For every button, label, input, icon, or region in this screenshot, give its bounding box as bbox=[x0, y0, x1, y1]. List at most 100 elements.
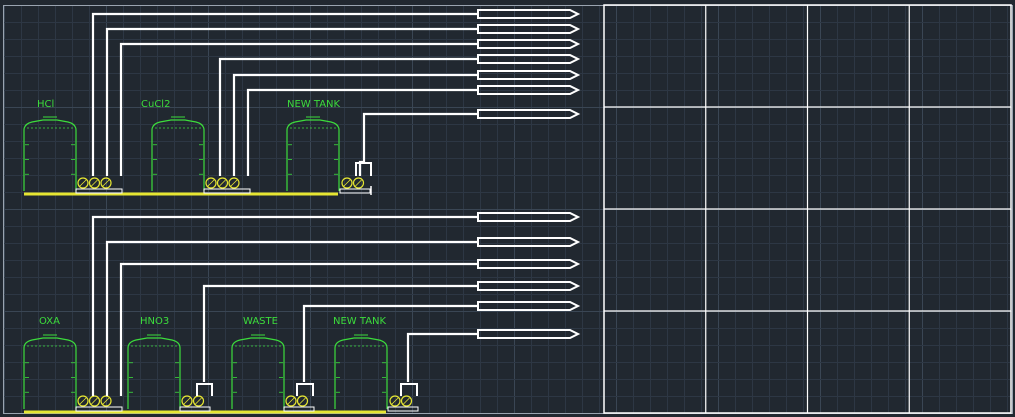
title-block-grid bbox=[603, 4, 1012, 414]
tank-outline bbox=[23, 119, 77, 191]
valve-symbol bbox=[400, 395, 413, 407]
valve-symbol bbox=[77, 177, 89, 189]
valve-symbol bbox=[88, 177, 101, 189]
valve-stem bbox=[342, 179, 351, 188]
tank-vessel bbox=[127, 334, 181, 409]
tank-outline bbox=[286, 119, 340, 191]
single-pump-skid bbox=[339, 177, 371, 194]
valve-stem bbox=[402, 397, 410, 406]
upper-tank-group: HCl CuCl2 NEW TANK bbox=[23, 9, 581, 196]
valve-stem bbox=[78, 397, 87, 406]
tank-label: HCl bbox=[37, 99, 54, 110]
valve-stem bbox=[182, 397, 191, 406]
valve-symbol bbox=[341, 177, 353, 189]
pipe-line bbox=[246, 88, 478, 176]
pipe-line bbox=[91, 215, 478, 396]
valve-stem bbox=[286, 397, 295, 406]
pump-base bbox=[75, 188, 123, 194]
valve-stem bbox=[218, 179, 226, 188]
tank-vessel bbox=[231, 334, 285, 409]
pipe-outlet-connector bbox=[477, 109, 581, 119]
tank-vessel bbox=[286, 116, 340, 191]
valve-symbol bbox=[181, 395, 193, 407]
tank-label: WASTE bbox=[243, 316, 278, 327]
single-pump-skid bbox=[283, 395, 315, 412]
pipe-line bbox=[218, 57, 478, 176]
valve-stem bbox=[101, 397, 110, 406]
pump-riser bbox=[196, 383, 213, 396]
pipe-outlet-connector bbox=[477, 39, 581, 49]
triple-pump-skid bbox=[75, 177, 123, 194]
pipe-outlet-connector bbox=[477, 301, 581, 311]
pipe-outlet-connector bbox=[477, 237, 581, 247]
valve-symbol bbox=[296, 395, 309, 407]
pipe-outlet-connector bbox=[477, 54, 581, 64]
tank-label: CuCl2 bbox=[141, 99, 170, 110]
single-pump-skid bbox=[387, 395, 419, 412]
valve-symbol bbox=[228, 177, 240, 189]
pipe-outlet-connector bbox=[477, 24, 581, 34]
pipe-outlet-connector bbox=[477, 85, 581, 95]
valve-symbol bbox=[88, 395, 101, 407]
pipe-line bbox=[358, 112, 478, 176]
valve-symbol bbox=[285, 395, 297, 407]
valve-symbol bbox=[205, 177, 217, 189]
tank-outline bbox=[23, 337, 77, 409]
pump-riser bbox=[400, 383, 418, 396]
pipe-line bbox=[119, 262, 478, 396]
valve-stem bbox=[229, 179, 238, 188]
pipe-line bbox=[202, 284, 478, 382]
tank-vessel bbox=[334, 334, 388, 409]
pipe-outlet-connector bbox=[477, 259, 581, 269]
tank-label: NEW TANK bbox=[333, 316, 387, 327]
triple-pump-skid bbox=[203, 177, 251, 194]
tank-outline bbox=[127, 337, 181, 409]
pipe-outlet-connector bbox=[477, 281, 581, 291]
tank-label: HNO3 bbox=[140, 316, 169, 327]
valve-stem bbox=[298, 397, 306, 406]
pump-riser bbox=[296, 383, 314, 396]
pump-base bbox=[387, 406, 419, 412]
pipe-outlet-connector bbox=[477, 70, 581, 80]
tank-label: OXA bbox=[39, 316, 60, 327]
pipe-line bbox=[119, 42, 478, 176]
drawing-frame bbox=[3, 5, 1013, 414]
tank-label: NEW TANK bbox=[287, 99, 341, 110]
valve-stem bbox=[194, 397, 202, 406]
pipe-outlet-connector bbox=[477, 9, 581, 19]
valve-symbol bbox=[389, 395, 401, 407]
pump-base bbox=[283, 406, 315, 412]
pump-riser bbox=[355, 162, 372, 176]
valve-stem bbox=[90, 397, 98, 406]
valve-stem bbox=[354, 179, 362, 188]
tank-outline bbox=[231, 337, 285, 409]
pipe-line bbox=[302, 304, 478, 382]
valve-symbol bbox=[352, 177, 365, 189]
pipe-line bbox=[105, 27, 478, 176]
pump-base bbox=[203, 188, 251, 194]
valve-symbol bbox=[216, 177, 229, 189]
valve-stem bbox=[390, 397, 399, 406]
lower-tank-group: OXA HNO3 WASTE NEW TANK bbox=[23, 212, 581, 414]
single-pump-skid bbox=[179, 395, 211, 412]
tank-vessel bbox=[23, 116, 77, 191]
valve-stem bbox=[78, 179, 87, 188]
pipe-line bbox=[232, 73, 478, 176]
tank-outline bbox=[151, 119, 205, 191]
tank-vessel bbox=[23, 334, 77, 409]
pump-base bbox=[179, 406, 211, 412]
pump-base bbox=[339, 188, 371, 194]
tank-vessel bbox=[151, 116, 205, 191]
valve-stem bbox=[206, 179, 215, 188]
pipe-line bbox=[105, 240, 478, 396]
pipe-outlet-connector bbox=[477, 329, 581, 339]
tank-outline bbox=[334, 337, 388, 409]
valve-symbol bbox=[77, 395, 89, 407]
valve-symbol bbox=[100, 177, 112, 189]
pipe-line bbox=[91, 12, 478, 176]
triple-pump-skid bbox=[75, 395, 123, 412]
valve-stem bbox=[101, 179, 110, 188]
pump-base bbox=[75, 406, 123, 412]
pipe-line bbox=[406, 332, 478, 382]
